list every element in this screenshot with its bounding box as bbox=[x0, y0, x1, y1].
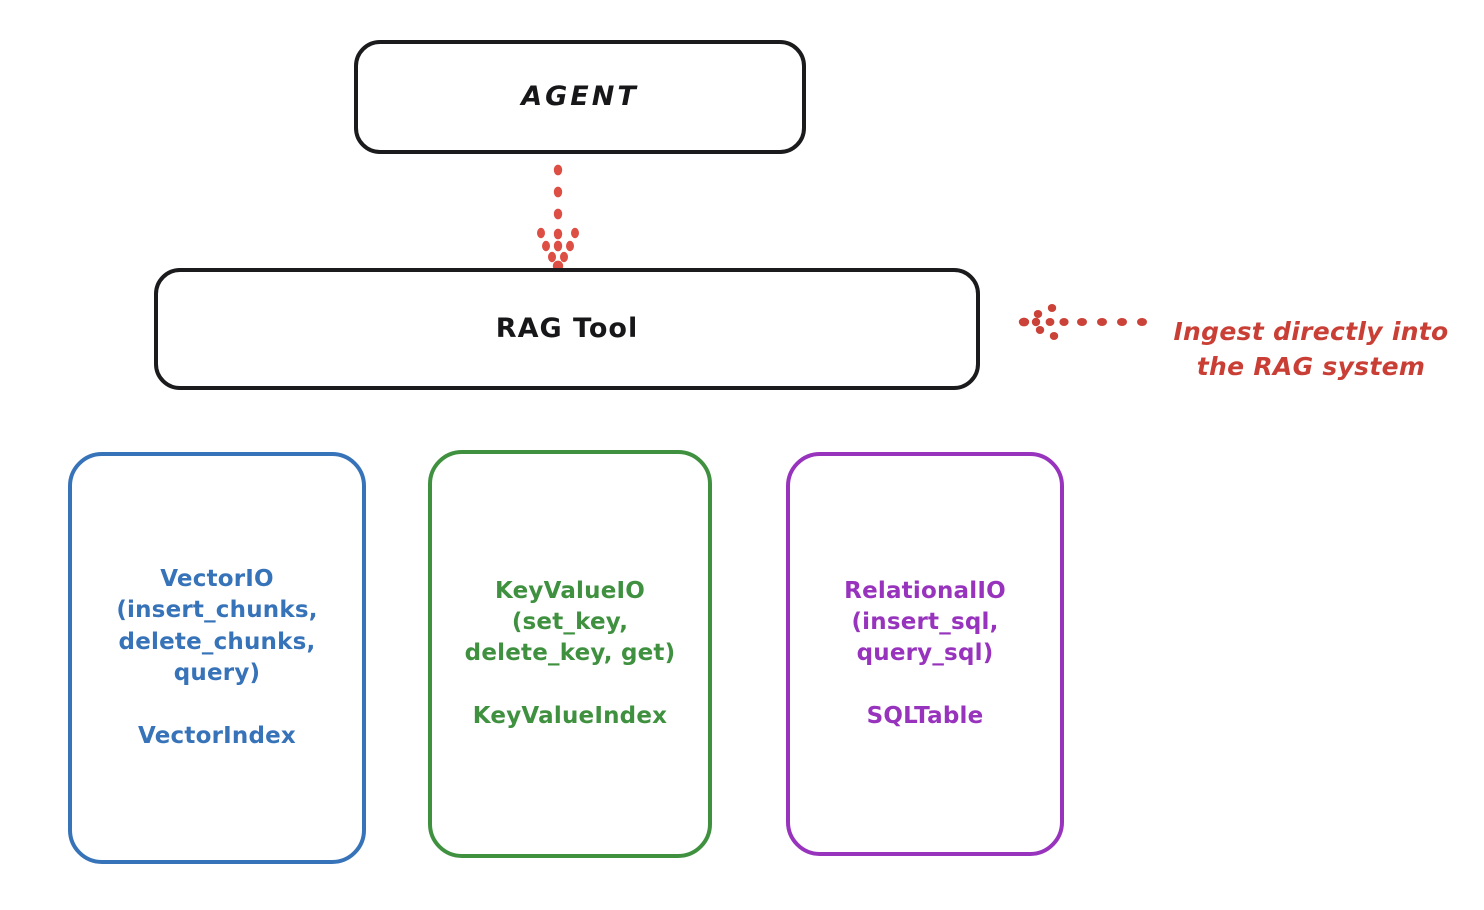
node-rag-tool[interactable]: RAG Tool bbox=[154, 268, 980, 390]
annotation-ingest-text: Ingest directly into the RAG system bbox=[1173, 316, 1449, 382]
node-rag-tool-label: RAG Tool bbox=[495, 313, 639, 345]
annotation-ingest-directly: Ingest directly into the RAG system bbox=[1146, 278, 1476, 385]
node-relational-io[interactable]: RelationalIO (insert_sql, query_sql) SQL… bbox=[786, 452, 1064, 856]
node-key-value-io[interactable]: KeyValueIO (set_key, delete_key, get) Ke… bbox=[428, 450, 712, 858]
node-agent-label: AGENT bbox=[521, 81, 639, 113]
node-relational-io-label: RelationalIO (insert_sql, query_sql) SQL… bbox=[844, 577, 1006, 729]
connector-ingest-to-rag-tool bbox=[1018, 304, 1147, 340]
connector-agent-to-rag-tool bbox=[537, 164, 579, 270]
node-agent[interactable]: AGENT bbox=[354, 40, 806, 154]
node-vector-io[interactable]: VectorIO (insert_chunks, delete_chunks, … bbox=[68, 452, 366, 864]
node-vector-io-label: VectorIO (insert_chunks, delete_chunks, … bbox=[116, 566, 318, 749]
node-key-value-io-label: KeyValueIO (set_key, delete_key, get) Ke… bbox=[464, 577, 676, 729]
